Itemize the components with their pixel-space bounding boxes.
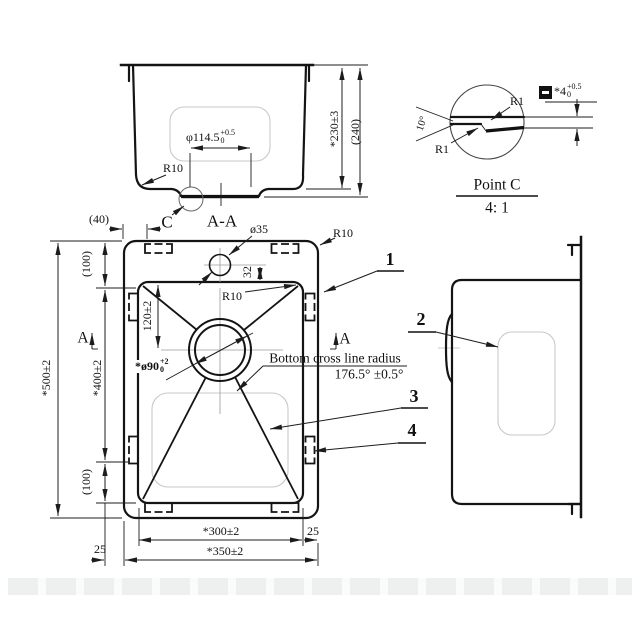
- section-r10-label: R10: [162, 161, 184, 175]
- detail-scale: 4: 1: [485, 199, 509, 217]
- note-line2: 176.5° ±0.5°: [334, 366, 404, 382]
- clip-right-lower: [304, 435, 316, 465]
- leader-callout-1: [323, 270, 378, 293]
- dim-value: φ114.5: [186, 130, 220, 144]
- bowl-r10-label: R10: [221, 289, 243, 303]
- drain-outer-circle: [188, 318, 252, 382]
- clip-left-upper: [128, 292, 139, 322]
- clip-left-lower: [128, 435, 139, 465]
- leader-r1-lower: [450, 127, 479, 144]
- corner-ref-label: (40): [89, 212, 109, 226]
- dim-depth-ref-text: (240): [348, 119, 362, 145]
- section-arrow-left-label: A: [77, 329, 89, 347]
- leader-detail-c: [171, 205, 185, 216]
- right-margin-label: 25: [307, 524, 319, 538]
- faucet-hole: [208, 253, 232, 277]
- outer-r10-label: R10: [332, 226, 354, 240]
- section-far-wall-opening: [169, 106, 271, 162]
- leader-callout-3: [269, 407, 402, 430]
- left-margin-label: 25: [94, 542, 106, 556]
- outer-height-label: *500±2: [39, 359, 53, 397]
- dim-value: *ø90: [135, 359, 159, 373]
- hole-dia-label: ø35: [250, 222, 268, 236]
- leader-outer-r10: [319, 237, 336, 246]
- hole-offset-label: 32: [240, 266, 254, 278]
- clip-top-right: [270, 243, 300, 254]
- scan-artifact-band: [8, 578, 632, 595]
- angle-line-lower: [415, 124, 454, 142]
- detail-r1-lower-label: R1: [434, 142, 450, 156]
- section-title: A-A: [206, 211, 238, 231]
- sink-outer-rect: [122, 239, 320, 520]
- bowl-rect: [136, 280, 305, 505]
- leader-callout-4: [313, 442, 399, 453]
- clip-top-left: [144, 243, 173, 254]
- bottom-cross-lines: [142, 285, 299, 500]
- detail-circle: [449, 84, 525, 160]
- detail-title: Point C: [473, 176, 521, 194]
- leader-note: [236, 365, 264, 392]
- dim-depth-text: *230±3: [327, 110, 341, 148]
- leader-section-r10: [141, 174, 167, 186]
- callout-4: 4: [407, 420, 417, 440]
- section-arrow-right-label: A: [339, 330, 351, 348]
- tolerance-upper: +2: [160, 357, 169, 366]
- top-ref-label: (100): [79, 251, 93, 277]
- leader-callout-2: [435, 331, 499, 348]
- clip-right-upper: [304, 292, 316, 322]
- inner-height-label: *400±2: [90, 359, 104, 397]
- plan-view: [50, 224, 407, 566]
- clip-bottom-left: [144, 502, 173, 513]
- dim-drain-dia: [194, 335, 248, 365]
- note-line1: Bottom cross line radius: [269, 350, 401, 366]
- side-clip-bump: [444, 312, 454, 384]
- tolerance-upper: +0.5: [567, 82, 582, 91]
- tolerance-lower: 0: [160, 364, 164, 374]
- callout-1: 1: [385, 249, 395, 269]
- detail-view-point-c: [415, 84, 597, 197]
- side-view-recess: [497, 331, 556, 436]
- section-view: [119, 63, 368, 216]
- side-view: [438, 235, 583, 519]
- clip-bottom-right: [270, 502, 300, 513]
- leader-hole-dia: [228, 235, 253, 256]
- detail-r1-upper-label: R1: [509, 94, 525, 108]
- tolerance-lower: 0: [220, 135, 225, 145]
- drain-offset-label: 120±2: [140, 300, 154, 332]
- detail-c-marker-circle: [178, 186, 204, 212]
- callout-3: 3: [409, 386, 419, 406]
- leader-bowl-r10: [244, 284, 297, 293]
- side-body-outline: [450, 278, 583, 506]
- leader-r1-upper: [490, 106, 511, 121]
- bottom-ref-label: (100): [79, 469, 93, 495]
- dim-value: *4: [554, 84, 566, 98]
- tolerance-lower: 0: [567, 89, 571, 99]
- callout-leaders: [269, 270, 499, 453]
- tolerance-upper: +0.5: [220, 128, 235, 137]
- inner-width-label: *300±2: [202, 524, 240, 538]
- detail-rim-edge: [485, 125, 525, 133]
- outer-width-label: *350±2: [206, 544, 244, 558]
- angle-line-upper: [415, 106, 454, 122]
- detail-c-label: C: [161, 212, 173, 232]
- callout-2: 2: [416, 309, 426, 329]
